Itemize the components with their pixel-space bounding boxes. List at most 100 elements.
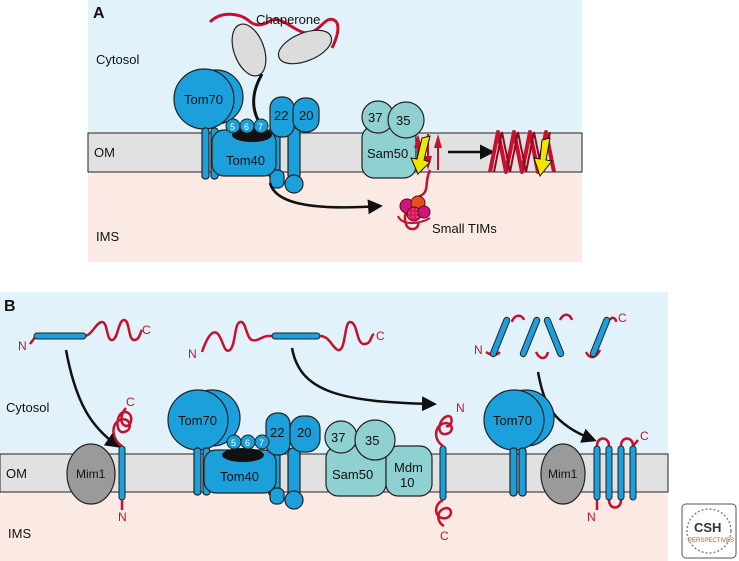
tom5-b-label: 5 [231,438,236,448]
panel-b: B Cytosol OM IMS N C Mim1 C N [0,292,669,561]
panel-b-letter: B [4,298,16,315]
substrate-3-helix-1 [489,316,511,358]
sam37-b-label: 37 [331,430,345,445]
inserted-2-c: C [440,529,449,543]
substrate-2-cyto: N C [188,320,385,361]
sam35-b-label: 35 [365,433,379,448]
tom22-b-label: 22 [270,425,284,440]
tom40-b-pore [222,448,264,462]
substrate-1-n: N [18,339,27,353]
inserted-1-helix [118,445,126,501]
panel-a: A Cytosol OM IMS Chaperone Tom70 [87,0,583,262]
tom70-b-left: Tom70 [167,389,241,496]
substrate-2-c: C [376,329,385,343]
mdm10-b [385,445,433,497]
yellow-arrow-sam [410,135,431,175]
inserted-polytopic-c: C [640,429,649,443]
tom20-a-cyto-domain [292,97,320,133]
small-tims-label: Small TIMs [432,221,497,236]
tom70-a-anchor-1 [201,127,210,180]
panel-a-om-label: OM [94,145,115,160]
substrate-2-n: N [188,347,197,361]
inserted-polytopic-loops [595,437,639,510]
import-arrow-to-small-tims [268,182,383,215]
sam35-a [387,101,425,139]
tom40-b-label: Tom40 [220,469,259,484]
mdm-b-label: Mdm [394,460,423,475]
sam37-a-label: 37 [368,110,382,125]
substrate-1-c: C [142,323,151,337]
chaperone-left [231,23,267,77]
logo-ring [686,508,732,554]
chaperone-substrate-chain [208,12,340,49]
mdm10-b-label: 10 [400,475,414,490]
tom7-a [253,118,269,134]
tom20-b-ims-domain [284,490,304,510]
sam-complex-b: 37 35 Sam50 Mdm 10 [324,419,433,497]
panel-a-cytosol-label: Cytosol [96,52,139,67]
tom40-complex-b: 5 6 7 Tom40 22 20 [203,412,321,510]
tom22-a-label: 22 [274,108,288,123]
panel-a-letter: A [93,5,105,22]
substrate-3-helix-2 [519,316,541,358]
inserted-1-c: C [126,395,135,409]
mim1-left-shape [66,443,116,505]
substrate-1-helix [33,332,87,340]
tom70-br-label: Tom70 [493,413,532,428]
substrate-3-cyto: N C [474,311,627,360]
tom70-bl-label: Tom70 [178,413,217,428]
panel-b-ims-bg [0,492,668,561]
inserted-polytopic: C N [587,429,649,524]
yellow-arrow-barrel [533,137,553,178]
tom70-a-label: Tom70 [184,92,223,107]
logo-line2: PERSPECTIVES [688,538,734,544]
inserted-tm-3 [617,445,625,501]
tom5-a-label: 5 [230,122,235,132]
inserted-substrate-1: C N [112,395,135,524]
inserted-tm-1 [593,445,601,501]
substrate-1-cyto: N C [18,318,151,353]
tom20-a-ims-domain [284,174,304,194]
inserted-2-ims-coil [434,498,453,528]
chaperone-to-tom40-chain [252,73,264,121]
substrate-2-chain-c [319,320,375,352]
logo-frame [681,503,737,559]
sam35-a-label: 35 [396,113,410,128]
panel-a-ims-label: IMS [96,229,119,244]
sam50-b-label: Sam50 [332,467,373,482]
mim1-right-label: Mim1 [548,467,578,481]
tom20-a-label: 20 [299,108,313,123]
tom22-b-ims-domain [269,487,285,505]
tom70-a: Tom70 [173,68,244,180]
inserted-2-cyto-coil [434,414,454,448]
substrate-3-n: N [474,343,483,357]
sam35-b [354,419,396,461]
tom70-b-right: Tom70 [483,389,555,497]
tom6-a-label: 6 [244,122,249,132]
tom20-a-anchor [287,127,301,181]
small-tim-4 [417,205,431,219]
beta-strand-1 [414,134,422,170]
mim1-right-shape [540,443,586,505]
inserted-1-n: N [118,510,127,524]
inserted-polytopic-n: N [587,510,596,524]
tom20-b-cyto-domain [289,415,321,453]
chaperone-right [277,29,333,65]
tom6-b-label: 6 [245,438,250,448]
logo-line1: CSH [694,520,721,535]
mim1-left-label: Mim1 [76,467,106,481]
inserted-tm-4 [629,445,637,501]
csh-perspectives-logo: CSH PERSPECTIVES [681,503,737,559]
sam50-a-label: Sam50 [367,146,408,161]
tom7-b [254,434,270,450]
inserted-tm-2 [605,445,613,501]
tom20-b-anchor [287,447,301,497]
inserted-2-n: N [456,401,465,415]
beta-hairpin-in-sam [403,134,442,231]
tom22-a-ims-domain [269,169,285,189]
tom7-a-label: 7 [258,122,263,132]
sam-complex-a: 37 35 Sam50 [361,100,425,179]
chaperone-complex: Chaperone [208,12,340,121]
tom70-bl-anchor-1 [193,447,202,496]
panel-b-cytosol-label: Cytosol [6,400,49,415]
